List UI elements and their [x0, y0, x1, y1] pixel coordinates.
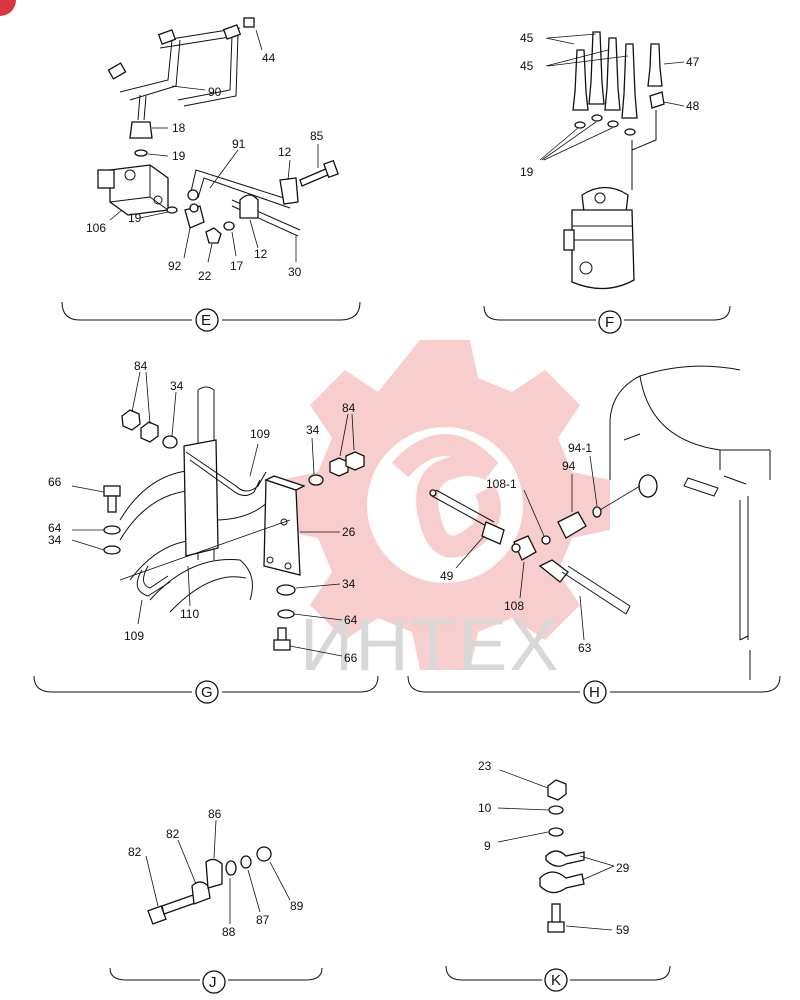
section-h-callouts: 94-1 94 108-1 49 108 63 [440, 441, 592, 655]
callout-label: 90 [208, 85, 222, 99]
watermark-logo [280, 340, 610, 670]
corner-badge [0, 0, 16, 16]
section-j-drawing [145, 819, 291, 925]
callout-label: 109 [250, 427, 270, 441]
section-k-bracket: K [445, 965, 671, 992]
callout-label: 94 [562, 459, 576, 473]
callout-label: 110 [180, 607, 199, 621]
callout-label: 18 [172, 121, 186, 135]
callout-label: 63 [578, 641, 592, 655]
callout-label: 89 [290, 899, 304, 913]
callout-label: 19 [128, 211, 142, 225]
callout-label: 9 [484, 839, 491, 853]
callout-label: 106 [86, 221, 106, 235]
callout-label: 19 [172, 149, 186, 163]
callout-label: 22 [198, 269, 212, 283]
section-f-callouts: 45 45 19 47 48 [520, 31, 700, 179]
section-g-callouts: 84 34 109 34 84 66 64 34 26 34 64 66 109… [48, 359, 358, 665]
callout-label: 48 [686, 99, 700, 113]
section-j-bracket: J [109, 967, 323, 994]
callout-label: 34 [48, 533, 62, 547]
callout-label: 64 [344, 613, 358, 627]
section-g-drawing [71, 371, 365, 657]
callout-label: 85 [310, 129, 324, 143]
callout-label: 47 [686, 55, 700, 69]
section-f-bracket: F [483, 305, 731, 334]
callout-label: 84 [342, 401, 356, 415]
watermark-text: ИНТЕХ [300, 603, 561, 686]
callout-label: 109 [124, 629, 144, 643]
section-label: E [201, 312, 211, 329]
callout-label: 17 [230, 259, 244, 273]
callout-label: 12 [254, 247, 268, 261]
callout-label: 84 [134, 359, 148, 373]
callout-label: 86 [208, 807, 222, 821]
callout-label: 34 [342, 577, 356, 591]
callout-label: 94-1 [568, 441, 592, 455]
callout-label: 108 [504, 599, 524, 613]
callout-label: 82 [166, 827, 180, 841]
section-f-drawing [539, 31, 685, 290]
callout-label: 64 [48, 521, 62, 535]
callout-label: 34 [170, 379, 184, 393]
section-e-callouts: 44 90 18 19 91 12 85 106 19 92 22 17 12 … [86, 51, 324, 283]
section-e-drawing [97, 17, 339, 263]
callout-label: 66 [48, 475, 62, 489]
callout-label: 12 [278, 145, 292, 159]
section-h-drawing [429, 365, 771, 680]
callout-label: 45 [520, 31, 534, 45]
callout-label: 34 [306, 423, 320, 437]
callout-label: 23 [478, 759, 492, 773]
callout-label: 29 [616, 861, 630, 875]
section-label: H [589, 684, 600, 701]
section-label: J [209, 974, 217, 991]
section-label: K [551, 972, 561, 989]
callout-label: 87 [256, 913, 270, 927]
section-j-callouts: 82 82 86 88 87 89 [128, 807, 304, 939]
section-g-bracket: G [33, 675, 379, 704]
callout-label: 10 [478, 801, 492, 815]
callout-label: 30 [288, 265, 302, 279]
callout-label: 108-1 [486, 477, 517, 491]
callout-label: 59 [616, 923, 630, 937]
callout-label: 44 [262, 51, 276, 65]
section-e-bracket: E [61, 301, 361, 332]
callout-label: 26 [342, 525, 356, 539]
section-h-bracket: H [407, 675, 781, 704]
callout-label: 92 [168, 259, 182, 273]
section-label: F [605, 314, 614, 331]
callout-label: 66 [344, 651, 358, 665]
callout-label: 88 [222, 925, 236, 939]
callout-label: 91 [232, 137, 246, 151]
section-k-callouts: 23 10 9 29 59 [478, 759, 630, 937]
callout-label: 45 [520, 59, 534, 73]
callout-label: 82 [128, 845, 142, 859]
callout-label: 19 [520, 165, 534, 179]
section-label: G [201, 684, 213, 701]
callout-label: 49 [440, 569, 454, 583]
section-k-drawing [497, 769, 615, 933]
